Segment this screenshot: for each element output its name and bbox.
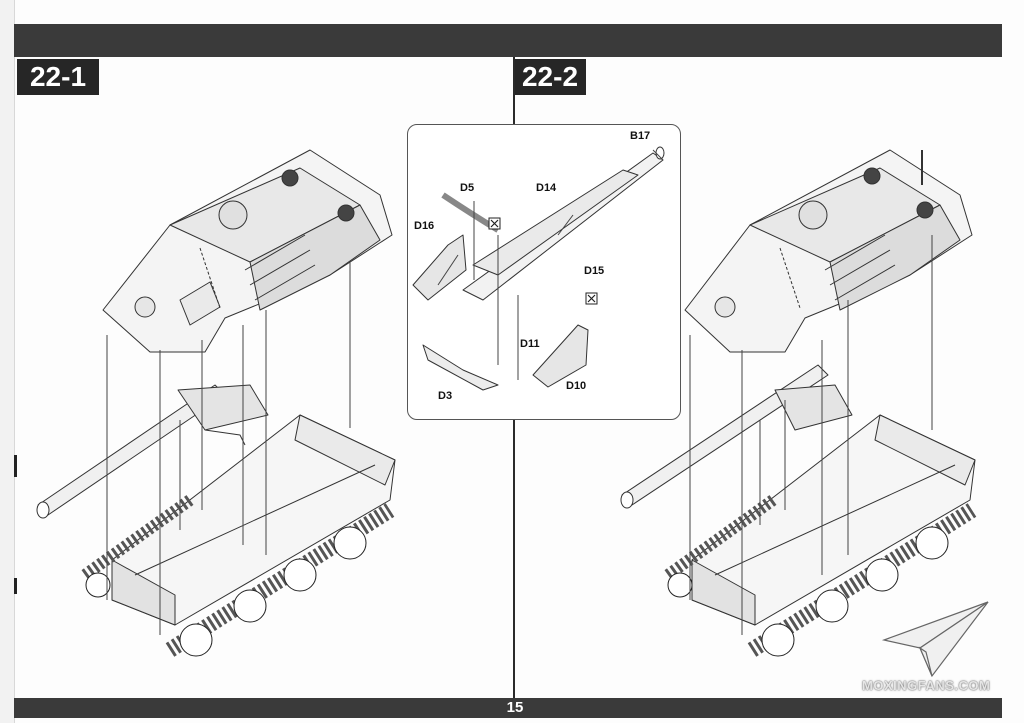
tracks-22-2 [664,495,977,657]
part-label-d11: D11 [520,338,540,350]
sub-assembly-detail: B17 D5 D14 D16 D15 D11 D10 D3 [407,124,681,420]
watermark: MOXINGFANS.COM [862,678,991,693]
part-label-d16: D16 [414,220,435,232]
step-number-22-1: 22-1 [17,59,99,95]
part-label-d10: D10 [566,380,587,392]
footer-bar [14,698,1002,718]
sub-assembly-drawing [412,146,665,391]
paper-plane-logo [881,601,989,678]
registration-mark [14,455,17,477]
hull-22-1 [111,414,396,626]
gun-22-1 [36,384,269,519]
header-bar [14,24,1002,57]
registration-mark [14,578,17,594]
superstructure-22-1 [102,149,393,353]
step-divider [513,57,515,124]
no-glue-icon [488,217,598,305]
part-label-d3: D3 [438,390,453,402]
step-divider [513,418,515,698]
page-number: 15 [506,699,524,716]
tracks-22-1 [81,495,395,657]
part-label-d5: D5 [460,182,475,194]
superstructure-22-2 [684,149,973,353]
part-label-d15: D15 [584,265,605,277]
hull-22-2 [691,414,976,626]
guide-lines-22-1 [106,262,351,635]
part-label-b17: B17 [630,130,651,142]
guide-lines-22-2 [689,235,933,635]
step-number-22-2: 22-2 [514,59,586,95]
part-label-d14: D14 [536,182,557,194]
binding-edge [0,0,17,723]
gun-22-2 [620,364,853,509]
